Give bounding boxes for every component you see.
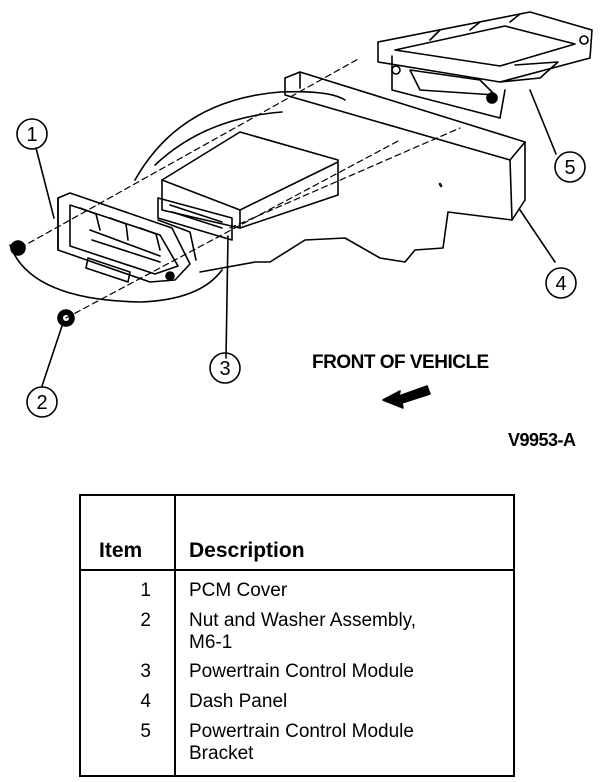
legend-item-number: 1 xyxy=(140,580,151,601)
callout-circle-4 xyxy=(545,267,577,299)
legend-item-description: Nut and Washer Assembly, M6-1 xyxy=(189,610,417,653)
legend-item-number: 2 xyxy=(140,610,151,631)
legend-item-description: Powertrain Control Module xyxy=(189,661,414,682)
legend-item-number: 4 xyxy=(140,691,151,712)
legend-header-description: Description xyxy=(189,539,305,562)
figure-id: V9953-A xyxy=(508,430,576,450)
callout-circle-1 xyxy=(16,118,48,150)
callout-2: 2 xyxy=(36,392,47,414)
dash-panel-outline xyxy=(199,71,526,273)
legend-item-description: Dash Panel xyxy=(189,691,288,712)
leader-4 xyxy=(519,209,556,263)
legend-column-divider xyxy=(174,496,176,775)
leader-3 xyxy=(225,235,229,359)
callout-circle-5 xyxy=(554,151,586,183)
pcm-module-outline xyxy=(157,131,339,241)
bolt-left xyxy=(10,240,26,256)
legend-header-item: Item xyxy=(99,539,143,562)
legend-header-divider xyxy=(81,569,513,571)
callout-circle-3 xyxy=(209,352,241,384)
callout-4: 4 xyxy=(555,273,566,295)
callout-circle-2 xyxy=(26,386,58,418)
leader-1 xyxy=(35,147,55,219)
leader-2 xyxy=(41,325,63,387)
front-arrow-icon xyxy=(382,385,431,409)
callout-1: 1 xyxy=(26,124,37,146)
leader-5 xyxy=(529,89,557,155)
front-of-vehicle-label: FRONT OF VEHICLE xyxy=(312,352,489,373)
callout-3: 3 xyxy=(219,358,230,380)
legend-item-description: Powertrain Control Module Bracket xyxy=(189,721,414,764)
pcm-cover-outline xyxy=(9,192,223,303)
legend-item-number: 5 xyxy=(140,721,151,742)
legend-item-number: 3 xyxy=(140,661,151,682)
pcm-exploded-diagram: 1 2 3 4 5 xyxy=(9,11,593,418)
callout-5: 5 xyxy=(564,157,575,179)
pcm-bracket-outline xyxy=(377,11,593,119)
harness-curve xyxy=(134,90,346,181)
legend-table: Item Description 1 PCM Cover 2 Nut and W… xyxy=(79,494,515,777)
legend-item-description: PCM Cover xyxy=(189,580,288,601)
